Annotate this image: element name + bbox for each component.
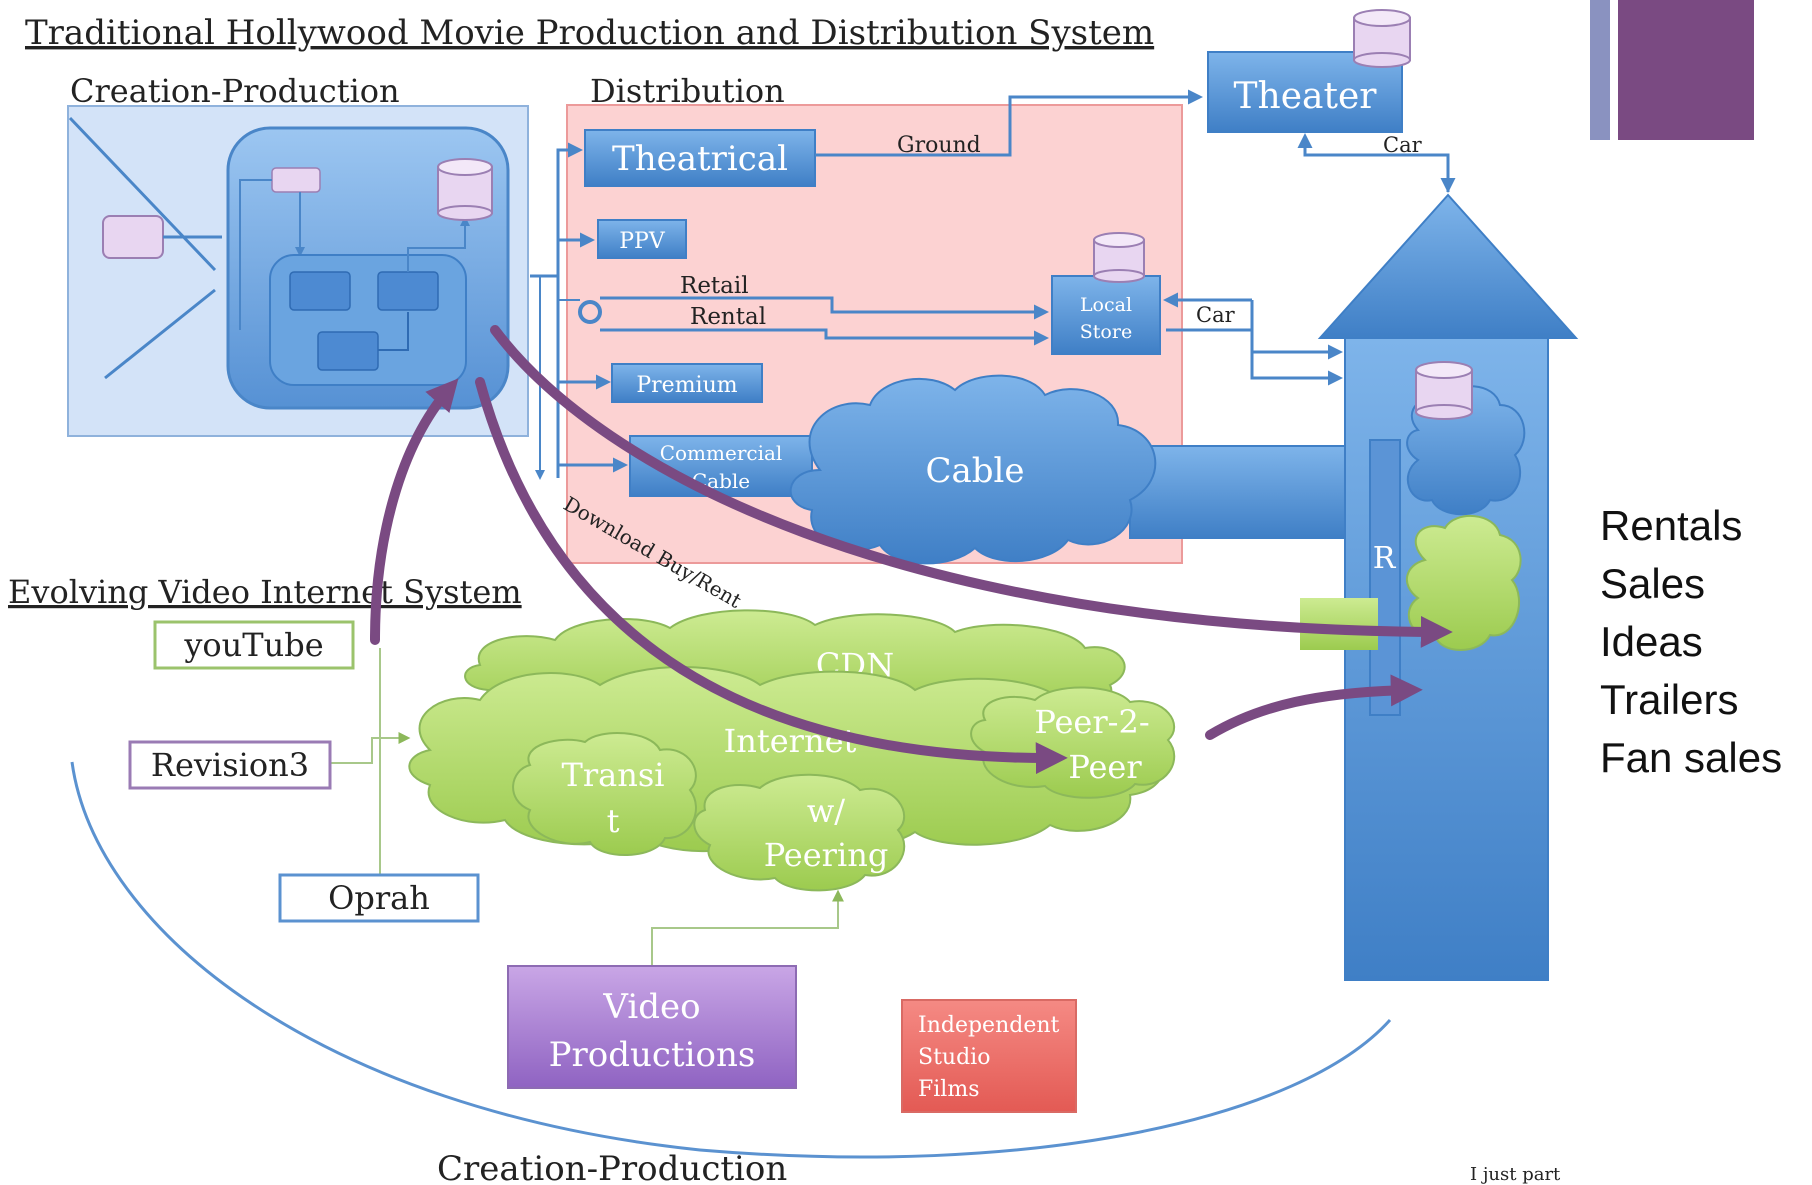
creation-input-line-top (68, 116, 217, 272)
independent-films-label-3: Films (918, 1077, 980, 1102)
youtube-to-studio-arrow (370, 378, 459, 645)
creation-input-line-bottom (104, 288, 216, 380)
revision3-box (128, 740, 332, 790)
premium-label: Premium (636, 373, 737, 398)
transit-label-1: Transi (562, 756, 665, 794)
accent-bar-purple (1618, 0, 1754, 140)
theater-storage-icon (1353, 9, 1411, 68)
p2p-label-2: Peer (1068, 748, 1142, 786)
revision3-feed (330, 732, 411, 764)
outcome-trailers: Trailers (1600, 676, 1738, 723)
oprah-label: Oprah (328, 879, 430, 917)
independent-films-label-2: Studio (918, 1045, 990, 1070)
theater-car-route-out (1297, 133, 1450, 192)
studio-to-p2p-arrow (475, 377, 1068, 775)
creation-production-bottom-label: Creation-Production (437, 1149, 787, 1185)
peering-label-1: w/ (807, 792, 845, 830)
transit-cloud (512, 732, 697, 856)
retail-label: Retail (680, 273, 749, 299)
page-title: Traditional Hollywood Movie Production a… (25, 13, 1154, 53)
p2p-label-1: Peer-2- (1034, 703, 1149, 741)
retail-route (600, 296, 1049, 320)
home-r-label: R (1373, 541, 1397, 576)
home-roof (1317, 193, 1579, 339)
home-receiver-bar (1369, 439, 1401, 716)
store-car-route-home (1250, 300, 1343, 360)
local-store-box (1051, 275, 1161, 355)
process-step-2 (377, 271, 439, 311)
theatrical-label: Theatrical (612, 139, 788, 179)
studio-to-home-arrow (490, 325, 1453, 648)
cable-pipe (1129, 445, 1381, 539)
outcome-sales: Sales (1600, 560, 1705, 607)
local-store-label-2: Store (1080, 321, 1132, 343)
video-productions-box (507, 965, 797, 1089)
studio-flow-to-storage (407, 216, 470, 272)
p2p-cloud (970, 686, 1176, 799)
creation-production-arc (70, 761, 1392, 1159)
peering-cloud (693, 773, 906, 892)
studio-mini-box (271, 167, 321, 193)
internet-system-label: Evolving Video Internet System (8, 573, 522, 611)
rental-route (600, 328, 1049, 346)
home-storage-icon (1415, 361, 1473, 420)
creation-production-top-label: Creation-Production (70, 72, 400, 110)
local-store-label-1: Local (1080, 294, 1132, 316)
process-flow (378, 312, 409, 351)
accent-bar-thin (1590, 0, 1610, 140)
store-storage-icon (1093, 232, 1145, 283)
process-step-3 (317, 331, 379, 371)
rental-label: Rental (690, 304, 766, 330)
p2p-to-home-arrow (1205, 674, 1423, 740)
youtube-box (153, 620, 355, 670)
studio-left-flow (239, 179, 272, 330)
oprah-box (278, 873, 480, 923)
cable-label: Cable (925, 451, 1024, 491)
ground-label: Ground (897, 133, 981, 158)
distribution-label: Distribution (590, 72, 785, 110)
footnote: I just part (1470, 1164, 1561, 1185)
transit-label-2: t (607, 802, 620, 840)
connector-commercial (556, 450, 628, 473)
outcome-fan-sales: Fan sales (1600, 734, 1782, 781)
outcomes-list: Rentals Sales Ideas Trailers Fan sales (1600, 502, 1782, 781)
store-car-route-out (1166, 328, 1343, 386)
video-productions-label-2: Productions (549, 1035, 756, 1075)
outcome-ideas: Ideas (1600, 618, 1703, 665)
premium-box (611, 363, 763, 403)
theatrical-box (584, 129, 816, 187)
connector-theatrical (556, 142, 583, 276)
ppv-box (597, 219, 687, 259)
video-disc-icon (578, 300, 602, 324)
outcome-rentals: Rentals (1600, 502, 1742, 549)
revision3-label: Revision3 (151, 746, 309, 784)
youtube-label: youTube (183, 626, 323, 664)
ppv-label: PPV (619, 229, 666, 254)
independent-films-box (901, 999, 1077, 1113)
studio-storage-icon (437, 158, 493, 221)
theater-car-label: Car (1383, 133, 1423, 157)
video-productions-label-1: Video (602, 987, 700, 1027)
ground-route (815, 89, 1203, 157)
internet-label: Internet (724, 722, 857, 760)
idea-box (102, 215, 164, 259)
peering-label-2: Peering (764, 836, 889, 874)
video-productions-feed (651, 889, 844, 966)
theater-label: Theater (1234, 76, 1378, 117)
process-step-1 (289, 271, 351, 311)
commercial-cable-label-1: Commercial (660, 441, 783, 465)
store-car-label: Car (1196, 303, 1236, 327)
independent-films-label-1: Independent (918, 1013, 1060, 1038)
